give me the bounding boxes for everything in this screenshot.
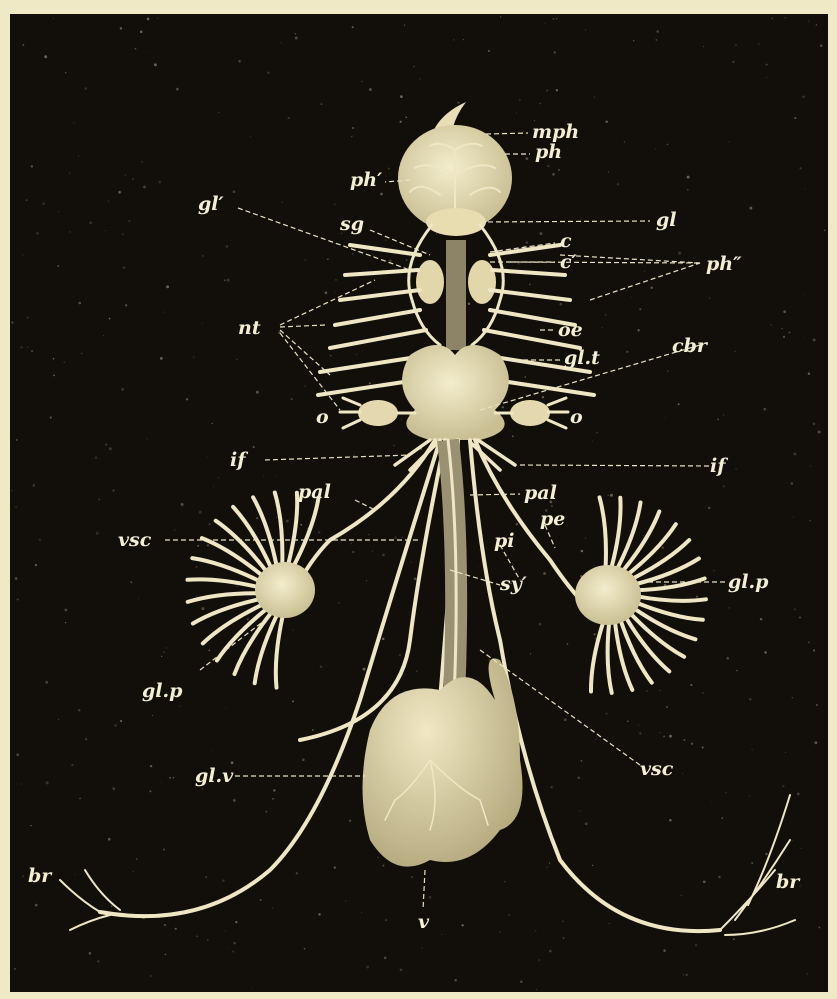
label-mph: mph	[532, 121, 579, 143]
label-oe: oe	[558, 319, 583, 341]
label-pe: pe	[540, 508, 565, 530]
label-sy-prime: sy′	[499, 573, 527, 595]
label-gl-t: gl.t	[564, 347, 600, 369]
oesophagus	[446, 240, 466, 350]
label-ph-prime: ph′	[350, 169, 382, 191]
label-o-right: o	[570, 406, 583, 428]
gl-t-ganglion	[402, 345, 509, 440]
label-pal-right: pal	[524, 482, 557, 504]
label-nt: nt	[238, 317, 261, 339]
label-v: v	[418, 911, 430, 933]
label-gl-p-left: gl.p	[142, 680, 183, 702]
label-c: c	[560, 230, 572, 252]
label-vsc-left: vsc	[118, 529, 152, 551]
label-gl-p-right: gl.p	[728, 571, 769, 593]
label-ph-double-prime: ph″	[706, 253, 742, 275]
label-gl-prime: gl′	[198, 193, 224, 215]
label-pi: pi	[494, 530, 515, 552]
label-vsc-right: vsc	[640, 758, 674, 780]
gl-lobe	[426, 208, 486, 236]
label-ph: ph	[535, 141, 562, 163]
small-ganglion-left	[416, 260, 444, 304]
label-o-left: o	[316, 406, 329, 428]
label-br-left: br	[28, 865, 53, 887]
label-gl: gl	[656, 209, 677, 231]
label-pal-left: pal	[298, 481, 331, 503]
label-gl-v: gl.v	[195, 765, 234, 787]
label-sg: sg	[339, 213, 364, 235]
small-ganglion-right	[468, 260, 496, 304]
label-br-right: br	[776, 871, 801, 893]
label-cbr: cbr	[672, 335, 709, 357]
label-c-prime: c′	[560, 251, 577, 273]
